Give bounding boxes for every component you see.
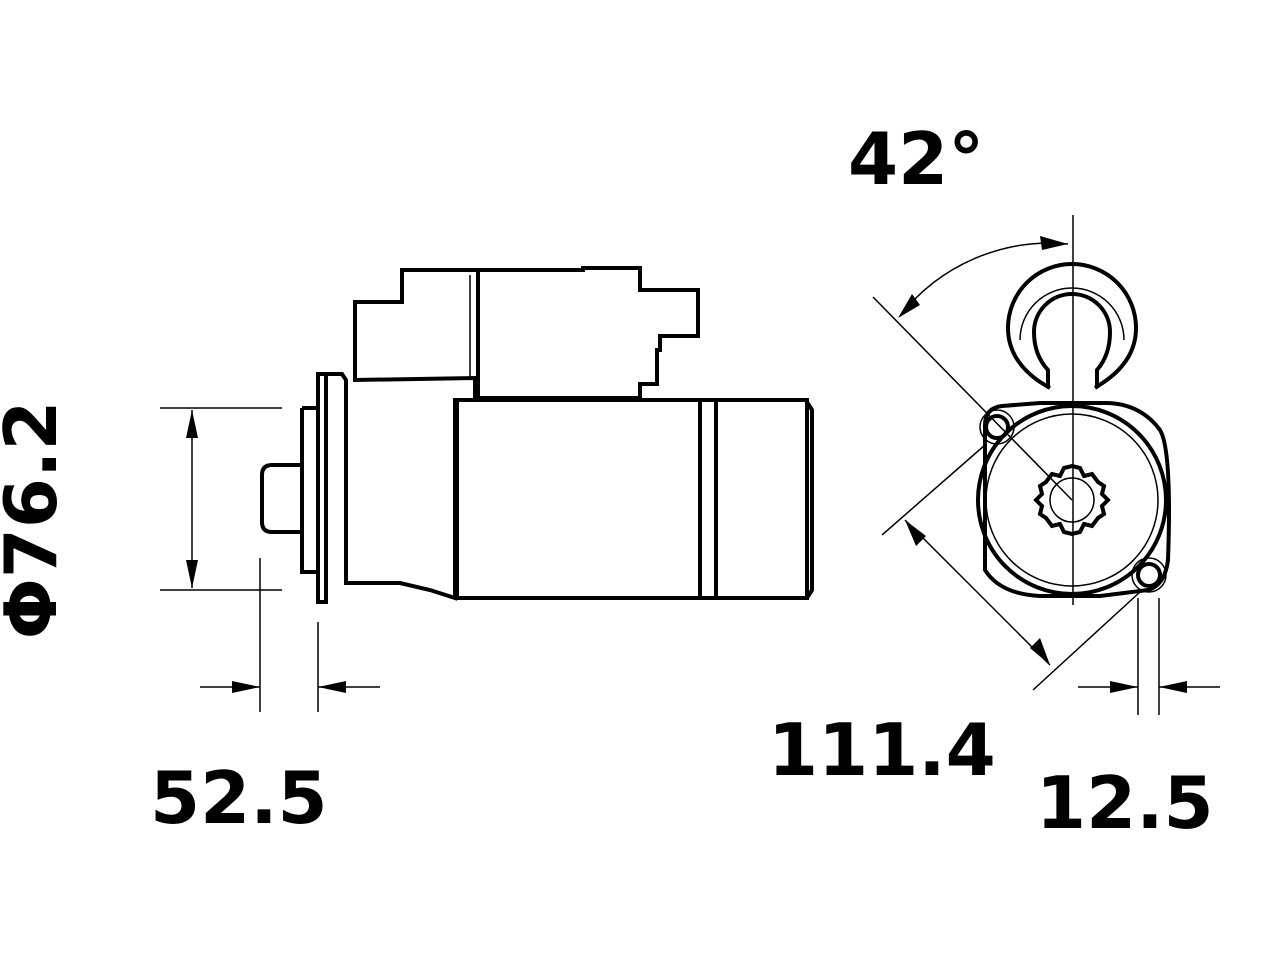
offset-arrow-right [318,681,346,693]
hole-offset-label: 12.5 [1036,761,1214,845]
terminal-loop-outer [1005,262,1139,390]
angle-arrow-start [898,294,920,318]
mount-arrow-2 [1030,638,1050,665]
pinion-gear [1033,463,1111,537]
mount-dim-line [904,519,1051,666]
hole-arrow-left [1110,681,1138,693]
side-view [160,266,814,712]
pinion-bore [1049,477,1095,523]
housing-outer [976,404,1168,596]
mount-ext-1 [881,444,986,536]
terminal-loop-mid [1019,287,1125,341]
end-view [872,215,1220,715]
flange-offset-label: 52.5 [150,756,328,840]
flange-plate [316,372,328,604]
solenoid-outline [353,266,700,400]
angle-arrow-end [1040,236,1068,250]
mount-arrow-1 [905,520,926,546]
diameter-arrow-bottom [186,560,198,588]
flange-inner [300,406,318,574]
offset-arrow-left [232,681,260,693]
housing-inner [985,413,1159,587]
terminal-loop-inner [1031,292,1113,388]
end-flange [983,401,1171,598]
mount-hole-top [984,414,1010,440]
mount-hole-bottom [1136,562,1162,588]
mount-hole-top-ring [979,409,1015,445]
motor-body [455,398,809,600]
hole-arrow-right [1159,681,1187,693]
diameter-arrow-top [186,410,198,438]
mount-hole-bottom-ring [1131,557,1167,593]
mount-ext-2 [1032,591,1141,691]
diameter-label: Φ76.2 [0,401,73,640]
drive-flange [318,372,475,601]
mount-distance-label: 111.4 [768,708,996,792]
angle-ref-line [872,296,1073,501]
shaft-nose [260,463,302,534]
motor-end-cap [805,400,814,600]
angle-label: 42° [848,117,984,201]
